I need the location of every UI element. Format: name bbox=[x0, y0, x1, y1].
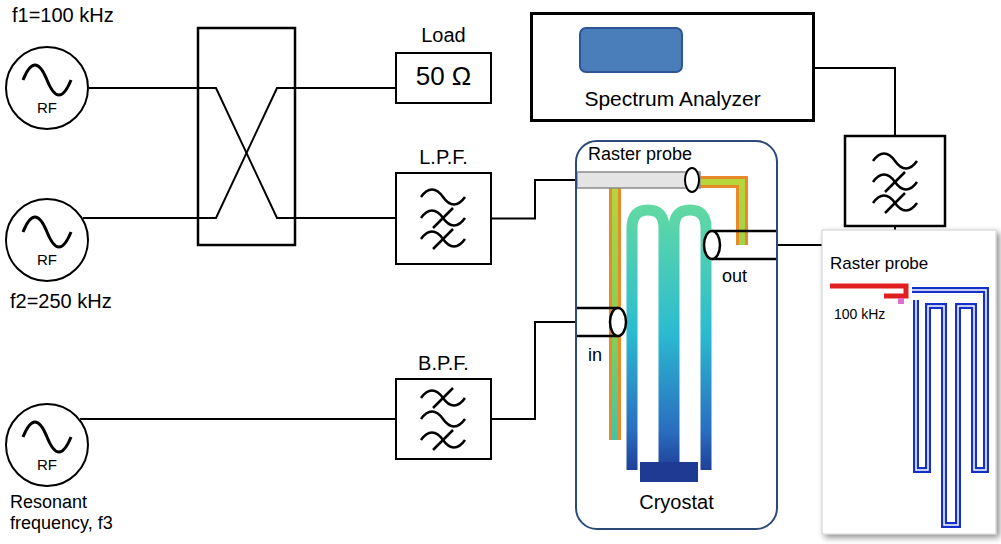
frequency-label: f2=250 kHz bbox=[10, 290, 112, 313]
filter-symbol bbox=[421, 412, 465, 427]
rf-source: RF bbox=[5, 198, 89, 282]
node-subtext: 100 kHz bbox=[834, 306, 885, 322]
spectrum-analyzer: Spectrum Analyzer bbox=[530, 12, 815, 122]
port-label: out bbox=[722, 266, 747, 287]
resonator-illustration bbox=[674, 210, 706, 470]
wire bbox=[83, 68, 895, 245]
wire bbox=[295, 217, 395, 219]
filter-symbol bbox=[885, 193, 905, 213]
hybrid-coupler bbox=[198, 28, 295, 245]
node-subtext: 50 Ω bbox=[397, 62, 490, 92]
filter-symbol bbox=[873, 154, 917, 169]
resonator-illustration bbox=[640, 462, 698, 482]
filter-symbol bbox=[421, 190, 465, 205]
signal-wire bbox=[492, 180, 575, 219]
resonator-illustration bbox=[704, 231, 720, 259]
signal-wire bbox=[492, 322, 575, 419]
resonator-illustration bbox=[712, 231, 776, 259]
port-label: in bbox=[588, 345, 602, 366]
filter-symbol bbox=[885, 172, 905, 192]
hybrid-coupler bbox=[198, 28, 295, 245]
rf-source: RF bbox=[5, 46, 89, 130]
filter-symbol bbox=[433, 430, 453, 450]
node-text: B.P.F. bbox=[397, 352, 490, 375]
rf-source: RF bbox=[5, 403, 89, 487]
signal-wire bbox=[80, 418, 395, 420]
cryostat: Cryostat bbox=[575, 140, 778, 530]
inset-picture bbox=[912, 290, 986, 525]
inset-picture bbox=[898, 298, 904, 304]
load-box: Load50 Ω bbox=[395, 52, 492, 104]
low-pass-filter: L.P.F. bbox=[395, 172, 492, 265]
resonator-illustration bbox=[632, 210, 664, 470]
filter-symbol bbox=[433, 229, 453, 249]
resonator-illustration bbox=[577, 172, 700, 188]
filter-symbol bbox=[845, 136, 945, 226]
band-pass-filter: B.P.F. bbox=[395, 378, 492, 460]
node-text: RF bbox=[7, 99, 87, 116]
hybrid-coupler bbox=[198, 88, 295, 218]
node-text: Cryostat bbox=[577, 491, 776, 514]
inset-picture bbox=[830, 286, 906, 296]
node-text: Spectrum Analyzer bbox=[533, 87, 812, 111]
node-text: RF bbox=[7, 456, 87, 473]
wire bbox=[83, 217, 198, 219]
wire bbox=[815, 68, 895, 136]
node-text: Raster probe bbox=[830, 254, 928, 274]
node-text: RF bbox=[7, 251, 87, 268]
rf-sine-symbol bbox=[23, 217, 71, 247]
node-text: L.P.F. bbox=[397, 146, 490, 169]
inset-image: Raster probe 100 kHz bbox=[822, 230, 996, 534]
probe-label: Raster probe bbox=[588, 144, 692, 165]
wire bbox=[295, 87, 395, 89]
frequency-label: Resonant frequency, f3 bbox=[10, 492, 160, 533]
hybrid-coupler bbox=[198, 88, 295, 218]
analyzer-screen bbox=[580, 28, 682, 72]
filter-symbol bbox=[433, 388, 453, 408]
inset-picture bbox=[822, 230, 996, 534]
node-text: Load bbox=[397, 24, 490, 47]
resonator-illustration bbox=[610, 308, 626, 336]
inset-picture bbox=[822, 230, 996, 534]
rf-sine-symbol bbox=[23, 422, 71, 452]
inset-picture bbox=[912, 290, 986, 525]
frequency-label: f1=100 kHz bbox=[12, 4, 114, 27]
resonator-illustration bbox=[685, 168, 699, 192]
resonator-illustration bbox=[577, 168, 776, 482]
filter-symbol bbox=[433, 208, 453, 228]
wire bbox=[89, 87, 198, 89]
rf-sine-symbol bbox=[23, 65, 71, 95]
